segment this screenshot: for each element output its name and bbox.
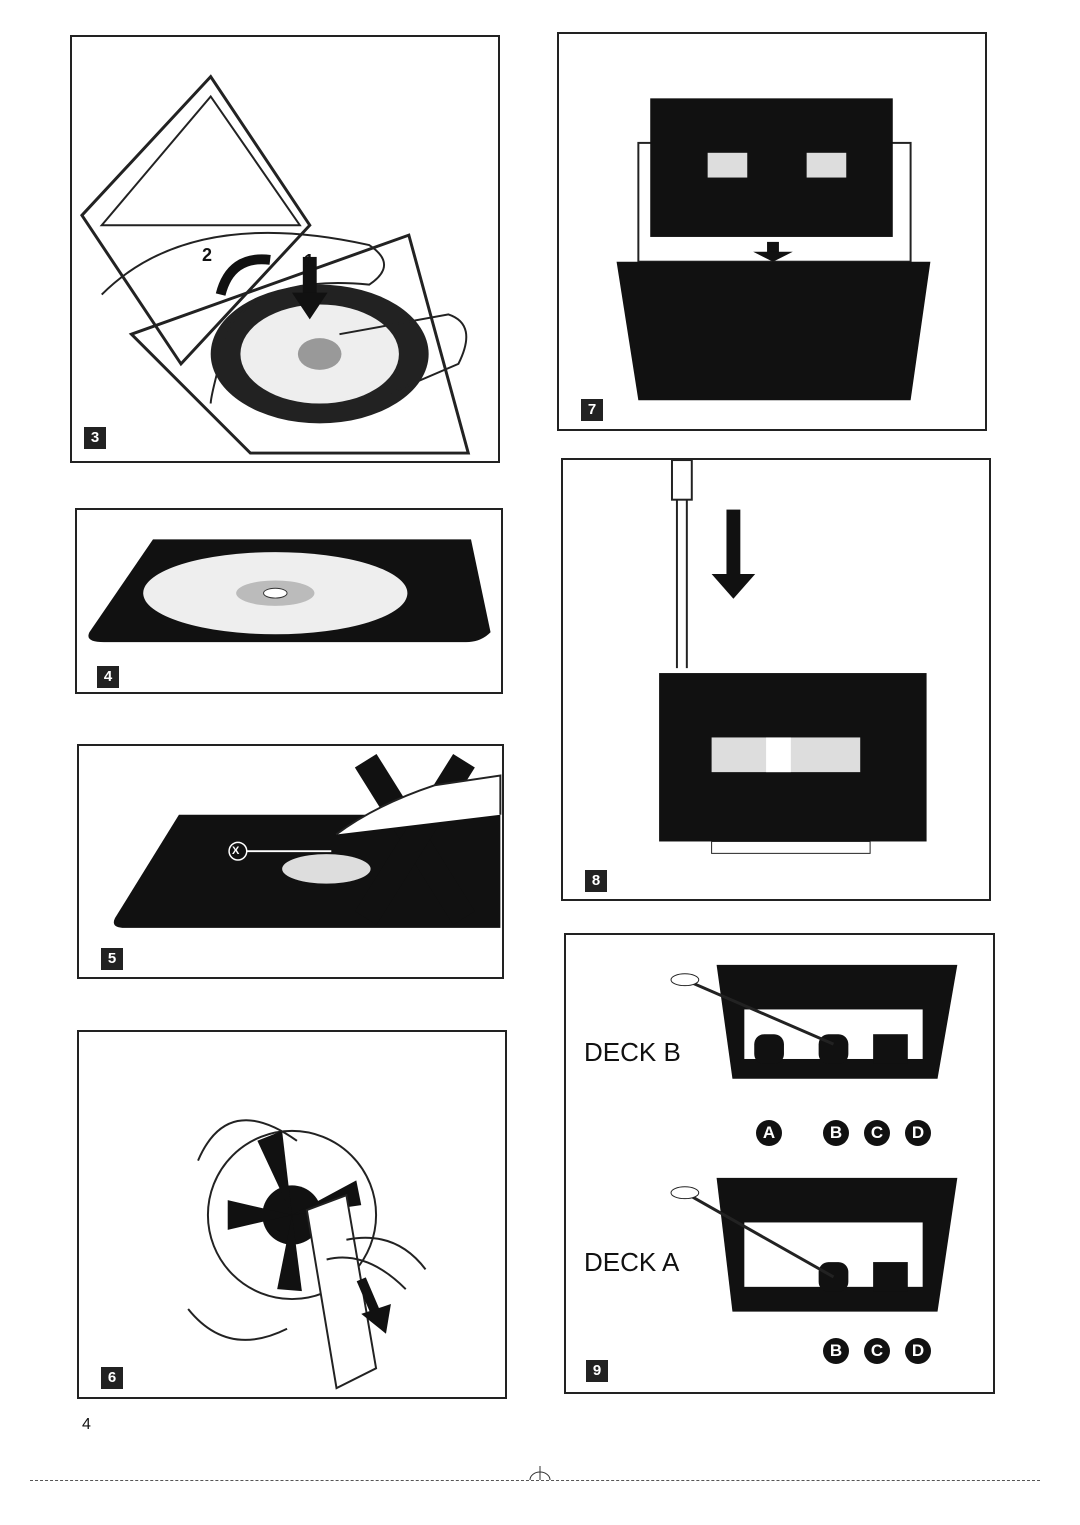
panel-number: 4 [97,666,119,688]
step-label-1: 1 [304,251,315,271]
panel-number: 3 [84,427,106,449]
cd-tray-illustration [88,539,491,643]
wiping-cd-illustration [187,1119,427,1390]
part-a-label: A [756,1120,782,1146]
deck-b-label: DECK B [584,1037,681,1067]
panel-number: 7 [581,399,603,421]
crop-line [30,1480,1040,1481]
part-d-label: D [905,1338,931,1364]
panel-8-wind-tape: 8 [561,458,991,901]
part-d-label: D [905,1120,931,1146]
panel-5-do-not-touch: X 5 [77,744,504,979]
cassette-insertion-illustration [616,98,931,401]
panel-3-open-cd-case: 2 1 3 [70,35,500,463]
panel-9-head-cleaning: DECK B A B C D DECK A B C D 9 [564,933,995,1394]
panel-7-insert-cassette: 7 [557,32,987,431]
part-c-label: C [864,1120,890,1146]
deck-head-cleaning-illustration [670,964,958,1312]
deck-a-label: DECK A [584,1247,680,1277]
panel-number: 6 [101,1367,123,1389]
step-label-2: 2 [202,245,213,265]
part-b-label: B [823,1120,849,1146]
panel-number: 5 [101,948,123,970]
do-not-touch-illustration [113,753,502,928]
part-c-label: C [864,1338,890,1364]
hand-removing-cd-illustration [80,74,471,455]
page-number: 4 [82,1416,91,1433]
panel-4-cd-on-tray: 4 [75,508,503,694]
panel-number: 9 [586,1360,608,1382]
panel-6-cleaning-cd: 6 [77,1030,507,1399]
callout-label-x: X [232,845,240,857]
panel-number: 8 [585,870,607,892]
registration-mark-icon [529,1466,551,1481]
part-b-label: B [823,1338,849,1364]
pencil-winding-cassette-illustration [659,460,927,854]
